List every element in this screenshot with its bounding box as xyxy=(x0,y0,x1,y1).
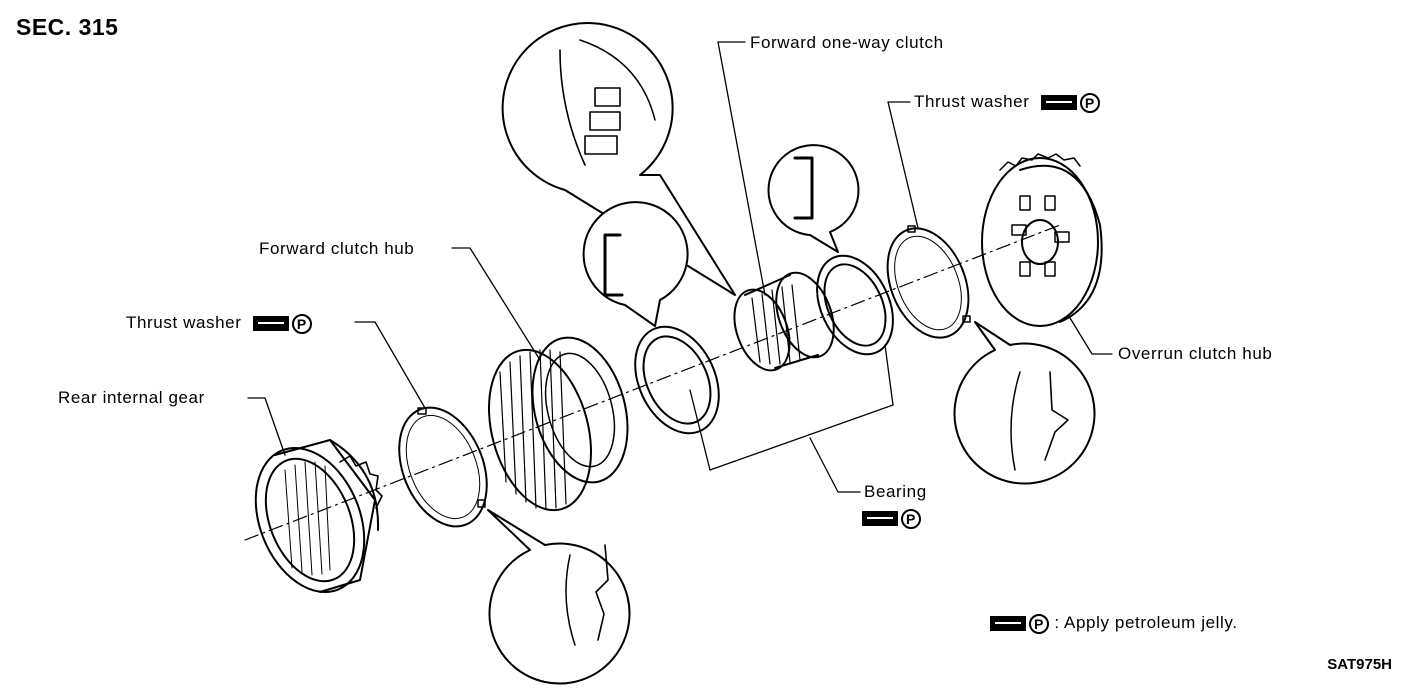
label-text: Thrust washer xyxy=(914,92,1030,111)
label-forward-clutch-hub: Forward clutch hub xyxy=(259,239,415,258)
label-overrun-clutch-hub: Overrun clutch hub xyxy=(1118,344,1273,363)
thrust-washer-lower xyxy=(398,406,488,528)
overrun-clutch-hub xyxy=(981,153,1103,327)
lubricant-symbol: P xyxy=(862,508,921,529)
legend: P : Apply petroleum jelly. xyxy=(990,613,1238,634)
leader-lines xyxy=(247,41,1113,493)
legend-symbol: P xyxy=(990,613,1049,634)
detail-callout-washer-lower xyxy=(487,509,631,685)
lubricant-symbol: P xyxy=(252,313,312,334)
label-thrust-washer-upper: Thrust washer P xyxy=(914,92,1100,113)
grease-tube-icon xyxy=(862,511,898,527)
label-thrust-washer-lower: Thrust washer P xyxy=(126,313,312,334)
label-text: Thrust washer xyxy=(126,313,242,332)
lubricant-symbol: P xyxy=(1040,92,1100,113)
figure-code: SAT975H xyxy=(1327,656,1392,673)
circle-p-icon: P xyxy=(291,313,312,334)
section-number: SEC. 315 xyxy=(16,14,119,40)
legend-text: : Apply petroleum jelly. xyxy=(1054,613,1238,632)
bearing-lubricant-symbol: P xyxy=(862,508,921,529)
grease-tube-icon xyxy=(1040,95,1077,111)
forward-one-way-clutch xyxy=(733,271,835,372)
bearing-right xyxy=(816,254,894,356)
label-rear-internal-gear: Rear internal gear xyxy=(58,388,205,407)
grease-tube-icon xyxy=(990,616,1026,632)
label-forward-one-way-clutch: Forward one-way clutch xyxy=(750,33,944,52)
forward-clutch-hub xyxy=(488,336,629,512)
detail-callout-bearing-left xyxy=(582,201,689,327)
circle-p-icon: P xyxy=(901,508,921,529)
detail-callout-bearing-right xyxy=(767,144,860,253)
thrust-washer-upper xyxy=(886,225,971,339)
center-axis xyxy=(244,224,1061,541)
circle-p-icon: P xyxy=(1079,92,1100,113)
rear-internal-gear xyxy=(254,439,383,594)
circle-p-icon: P xyxy=(1029,613,1049,634)
bearing-left xyxy=(634,325,720,435)
detail-callout-washer-upper xyxy=(953,321,1096,485)
label-bearing: Bearing xyxy=(864,482,927,501)
grease-tube-icon xyxy=(252,316,289,332)
